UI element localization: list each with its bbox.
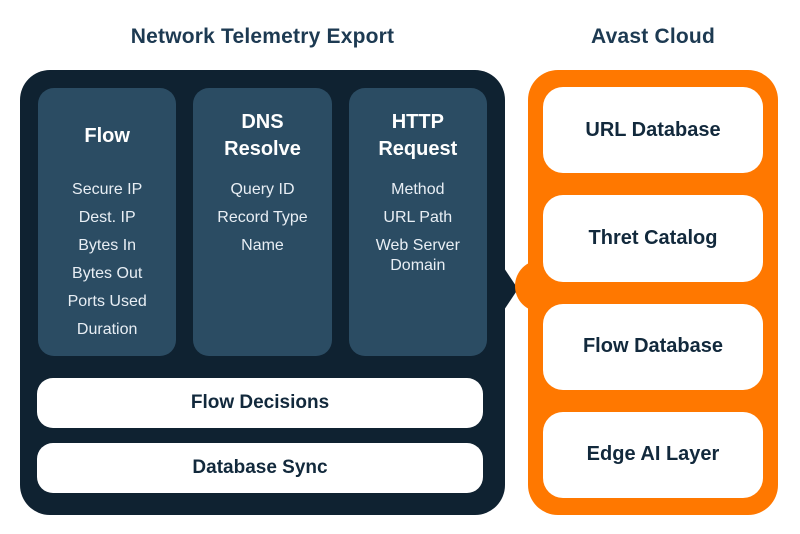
database-sync-label: Database Sync	[192, 457, 328, 478]
dns-item: Query ID	[230, 181, 295, 198]
http-request-column: HTTP Request Method URL Path Web Server …	[348, 88, 487, 356]
flow-column: Flow Secure IP Dest. IP Bytes In Bytes O…	[38, 88, 177, 356]
http-item: Web Server Domain	[375, 237, 460, 274]
http-item: Method	[391, 181, 445, 198]
http-item: URL Path	[383, 209, 453, 226]
dns-resolve-column-title: DNS Resolve	[224, 111, 301, 160]
dns-item: Record Type	[217, 209, 308, 226]
http-request-column-title: HTTP Request	[378, 111, 458, 160]
left-panel-title: Network Telemetry Export	[130, 25, 395, 48]
dns-item: Name	[241, 237, 284, 254]
flow-item: Dest. IP	[78, 209, 136, 226]
cloud-panel: URL Database Thret Catalog Flow Database…	[515, 70, 778, 515]
flow-item: Ports Used	[67, 293, 147, 310]
flow-item: Bytes Out	[72, 265, 143, 282]
thret-catalog-box: Thret Catalog	[543, 195, 763, 282]
flow-decisions-bar: Flow Decisions	[37, 378, 483, 428]
flow-item: Bytes In	[78, 237, 137, 254]
flow-item: Secure IP	[72, 181, 143, 198]
url-database-box: URL Database	[543, 87, 763, 174]
telemetry-columns: Flow Secure IP Dest. IP Bytes In Bytes O…	[38, 88, 487, 356]
flow-decisions-label: Flow Decisions	[190, 392, 330, 413]
telemetry-panel: Flow Secure IP Dest. IP Bytes In Bytes O…	[20, 70, 518, 515]
thret-catalog-label: Thret Catalog	[588, 226, 718, 249]
edge-ai-layer-label: Edge AI Layer	[586, 443, 720, 466]
edge-ai-layer-box: Edge AI Layer	[543, 411, 763, 498]
flow-column-title: Flow	[84, 124, 130, 147]
dns-resolve-column: DNS Resolve Query ID Record Type Name	[193, 88, 332, 356]
right-panel-title: Avast Cloud	[591, 25, 715, 48]
cloud-boxes: URL Database Thret Catalog Flow Database…	[543, 87, 763, 498]
url-database-label: URL Database	[585, 118, 721, 141]
flow-database-label: Flow Database	[582, 335, 724, 358]
flow-database-box: Flow Database	[543, 303, 763, 390]
flow-item: Duration	[76, 321, 138, 338]
database-sync-bar: Database Sync	[37, 443, 483, 493]
